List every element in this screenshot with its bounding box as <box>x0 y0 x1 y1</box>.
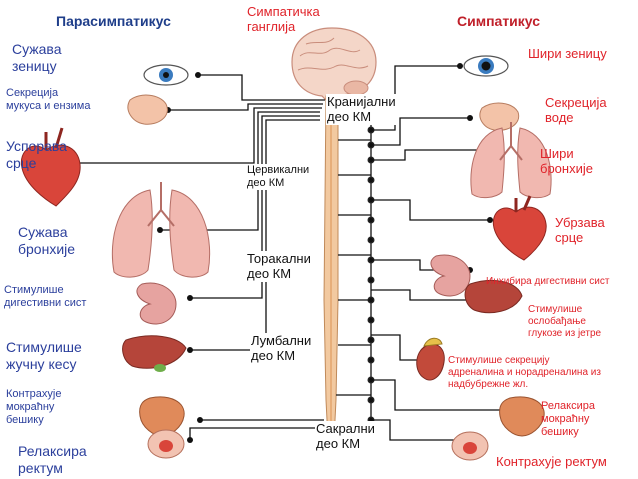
para-effect-pupil: Сужава зеницу <box>12 41 62 74</box>
left-heart-illustration <box>20 127 81 207</box>
para-effect-heart: Успорава срце <box>6 138 67 171</box>
symp-effect-rectum: Контрахује ректум <box>496 454 607 469</box>
right-stomach-illustration <box>430 254 471 297</box>
symp-effect-heart: Убрзава срце <box>555 215 605 246</box>
right-lungs-illustration <box>470 122 552 199</box>
para-effect-digestive: Стимулише дигестивни сист <box>4 284 87 309</box>
para-effect-bladder: Контрахује мокраћну бешику <box>6 388 62 426</box>
para-effect-gallbladder: Стимулише жучну кесу <box>6 339 82 372</box>
right-eye-illustration <box>463 55 509 77</box>
symp-effect-water-secretion: Секреција воде <box>545 95 607 126</box>
right-heart-illustration <box>492 195 547 261</box>
para-effect-bronchi: Сужава бронхије <box>18 224 76 257</box>
right-salivary-gland-illustration <box>479 102 520 131</box>
left-salivary-gland-illustration <box>127 94 168 125</box>
left-stomach-illustration <box>136 282 177 325</box>
cranial-region-label: Кранијални део КМ <box>326 94 397 125</box>
thoracic-region-label: Торакални део КМ <box>246 251 312 282</box>
symp-effect-pupil: Шири зеницу <box>528 46 607 61</box>
para-effect-rectum: Релаксира ректум <box>18 443 87 476</box>
right-bladder-illustration <box>499 396 545 437</box>
symp-effect-bladder: Релаксира мокраћну бешику <box>541 400 595 438</box>
sympathetic-header: Симпатикус <box>457 13 541 29</box>
brain-illustration <box>291 27 377 105</box>
right-adrenal-kidney-illustration <box>416 337 445 381</box>
parasympathetic-header: Парасимпатикус <box>56 13 171 29</box>
spinal-cord <box>323 95 339 441</box>
left-liver-illustration <box>122 335 187 372</box>
symp-effect-adrenal: Стимулише секрецију адреналина и норадре… <box>448 355 601 390</box>
left-eye-illustration <box>143 64 189 86</box>
symp-effect-glucose-release: Стимулише ослобађање глукозе из јетре <box>528 304 602 339</box>
sacral-region-label: Сакрални део КМ <box>315 421 376 452</box>
left-lungs-illustration <box>111 182 211 278</box>
symp-effect-bronchi: Шири бронхије <box>540 146 593 177</box>
sympathetic-ganglia-label: Симпатичка ганглија <box>247 4 320 35</box>
right-rectum-illustration <box>451 431 489 461</box>
cervical-region-label: Цервикални део КМ <box>246 164 311 190</box>
sympathetic-nerves <box>336 65 520 441</box>
lumbar-region-label: Лумбални део КМ <box>250 333 313 364</box>
left-rectum-illustration <box>147 429 185 459</box>
para-effect-mucus-secretion: Секреција мукуса и ензима <box>6 87 91 112</box>
sympathetic-ganglia-chain <box>367 125 375 440</box>
symp-effect-digestive: Инхибира дигестивни сист <box>486 276 610 287</box>
right-liver-illustration <box>464 279 523 314</box>
